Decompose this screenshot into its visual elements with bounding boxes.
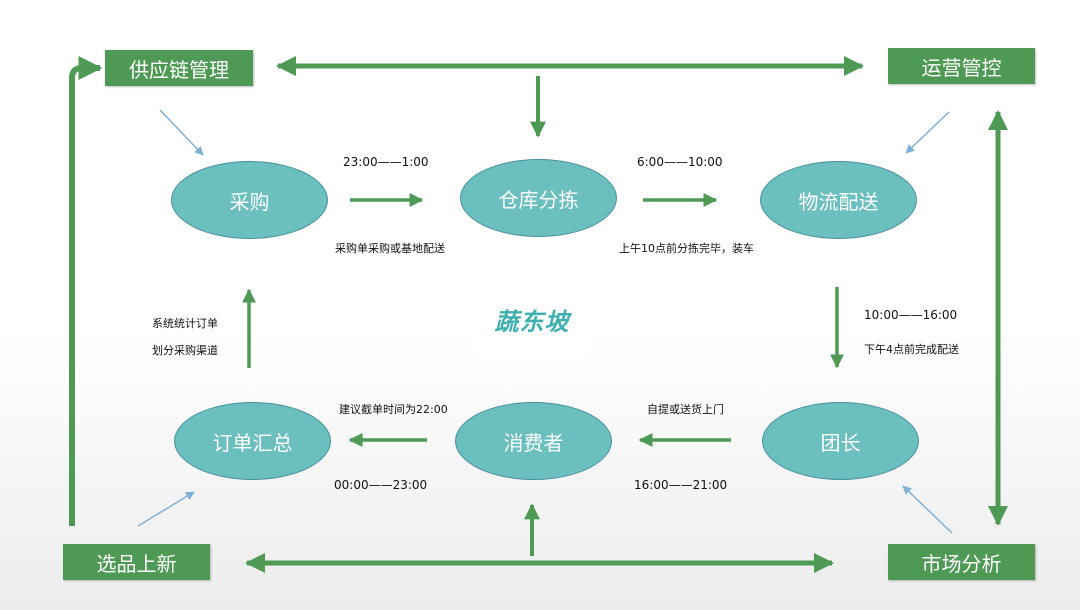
product-selection-box: 选品上新: [63, 544, 210, 580]
brand-logo-text: 蔬东坡: [494, 307, 570, 336]
consumer-note-label: 建议截单时间为22:00: [339, 403, 448, 416]
group-leader-node: 团长: [762, 402, 919, 480]
warehouse-time-label: 6:00——10:00: [637, 155, 723, 169]
logistics-time-label: 10:00——16:00: [864, 308, 958, 322]
purchase-note-label: 采购单采购或基地配送: [335, 242, 445, 255]
leader-time-label: 16:00——21:00: [634, 478, 728, 492]
operations-box: 运营管控: [888, 48, 1035, 84]
arrow-diag-market-leader: [902, 485, 953, 534]
warehouse-note-label: 上午10点前分拣完毕，装车: [619, 242, 754, 255]
consumer-time-label: 00:00——23:00: [334, 478, 428, 492]
logistics-note-label: 下午4点前完成配送: [864, 343, 959, 356]
leader-note-label: 自提或送货上门: [647, 403, 724, 416]
supply-chain-box: 供应链管理: [105, 50, 253, 86]
consumer-node: 消费者: [455, 402, 612, 480]
market-analysis-box: 市场分析: [888, 544, 1035, 580]
arrow-diag-select-order: [137, 491, 195, 527]
arrow-diag-supply-purchase: [159, 109, 204, 156]
purchase-time-label: 23:00——1:00: [343, 155, 429, 169]
warehouse-node: 仓库分拣: [460, 159, 617, 237]
logistics-node: 物流配送: [760, 161, 917, 239]
brand-logo: 蔬东坡: [473, 280, 591, 358]
order-summary-node: 订单汇总: [174, 402, 331, 480]
arrow-diag-ops-logistics: [905, 111, 950, 154]
order-note-1-label: 系统统计订单: [152, 317, 218, 330]
arrow-left-loop: [69, 56, 103, 526]
order-note-2-label: 划分采购渠道: [152, 344, 218, 357]
purchase-node: 采购: [171, 161, 328, 239]
